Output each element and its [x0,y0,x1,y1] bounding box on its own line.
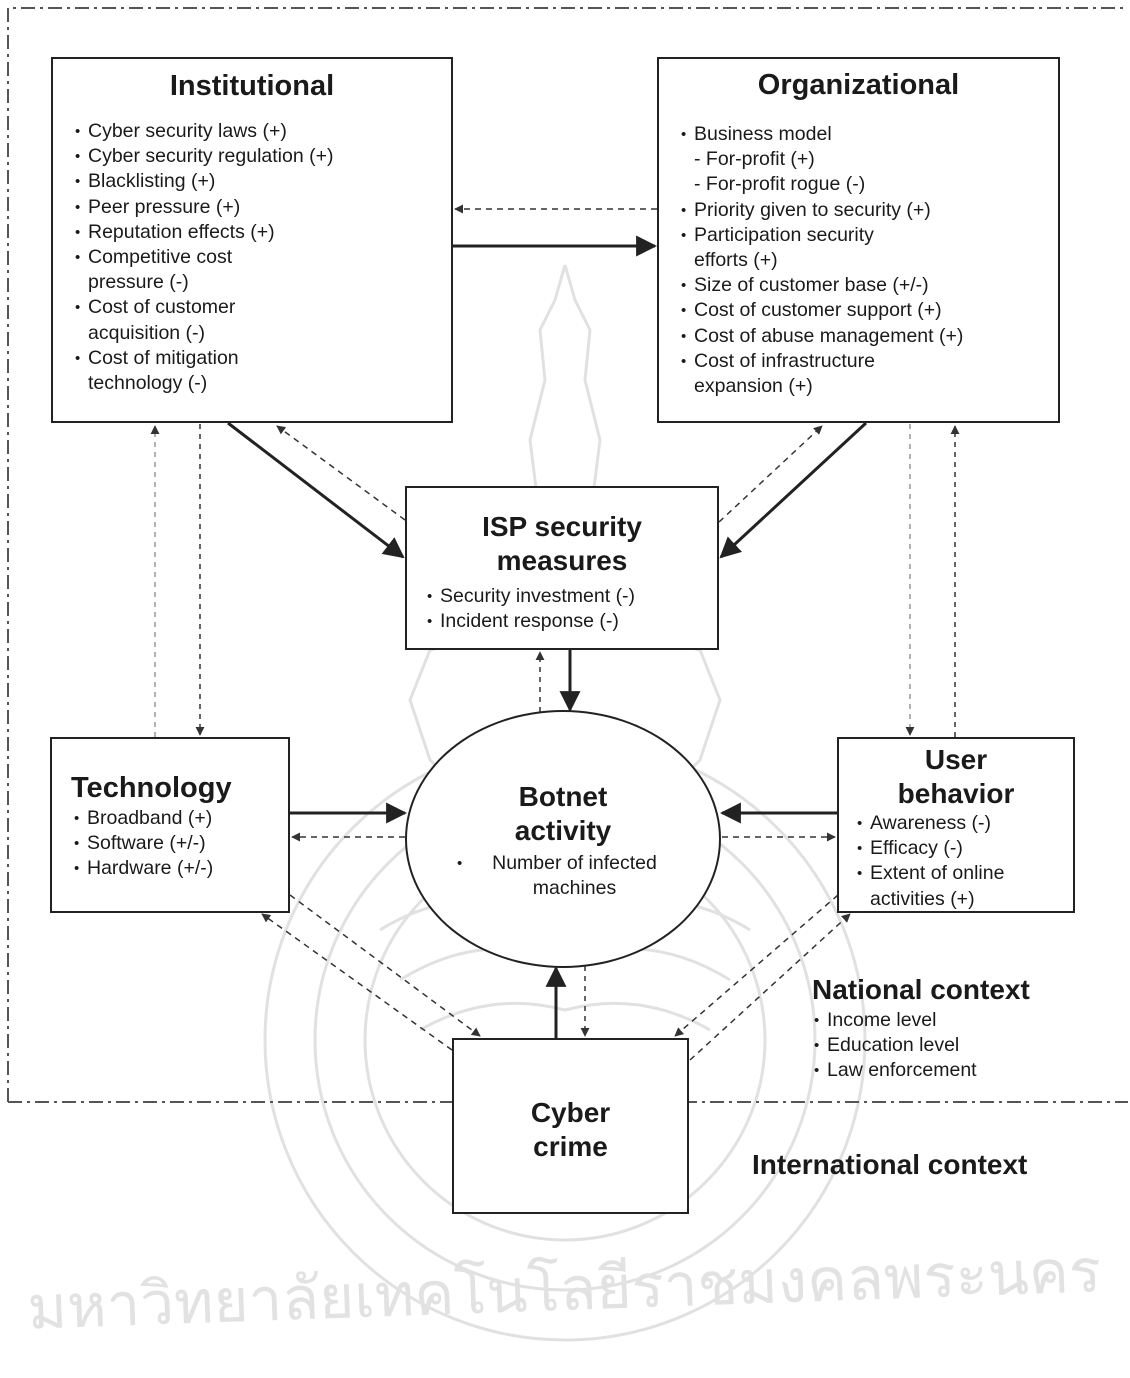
botnet-activity-list: Number of infected machines [455,851,719,901]
list-item: Extent of online activities (+) [855,861,1073,911]
list-item: Number of infected machines [455,851,719,901]
list-item: Cost of infrastructure expansion (+) [679,349,1058,399]
arrow-isp-to-organizational [718,425,823,523]
national-context-list: Income level Education level Law enforce… [812,1008,1112,1084]
list-item: Cost of mitigation technology (-) [73,346,451,396]
organizational-box: Organizational Business model - For-prof… [657,57,1060,423]
isp-security-box: ISP security measures Security investmen… [405,486,719,650]
user-behavior-list: Awareness (-) Efficacy (-) Extent of onl… [855,811,1073,912]
institutional-box: Institutional Cyber security laws (+) Cy… [51,57,453,423]
cyber-crime-box: Cyber crime [452,1038,689,1214]
list-item: Cyber security regulation (+) [73,144,451,169]
list-item: Competitive cost pressure (-) [73,245,451,295]
arrow-user-to-cyber [674,894,839,1037]
list-item: Reputation effects (+) [73,220,451,245]
technology-title: Technology [71,772,232,804]
list-item: Education level [812,1033,1112,1058]
user-behavior-box: User behavior Awareness (-) Efficacy (-)… [837,737,1075,913]
isp-security-list: Security investment (-) Incident respons… [425,584,717,635]
list-item: Incident response (-) [425,609,717,634]
list-item: Software (+/-) [72,831,288,856]
arrow-cyber-to-technology [261,913,453,1051]
list-item: Cost of customer acquisition (-) [73,295,451,345]
national-context-label: National context Income level Education … [812,974,1112,1084]
institutional-title: Institutional [169,70,335,102]
national-context-title: National context [812,974,1030,1005]
list-item: Income level [812,1008,1112,1033]
list-item: Cost of abuse management (+) [679,324,1058,349]
organizational-title: Organizational [757,69,960,101]
list-item: Business model - For-profit (+) - For-pr… [679,122,1058,198]
arrow-cyber-to-user [689,913,851,1061]
international-context-label: International context [752,1149,1028,1180]
list-item: Law enforcement [812,1058,1112,1083]
list-item: Participation security efforts (+) [679,223,1058,273]
list-item: Peer pressure (+) [73,195,451,220]
cyber-crime-title: Cyber crime [530,1097,611,1162]
list-item: Cost of customer support (+) [679,298,1058,323]
technology-box: Technology Broadband (+) Software (+/-) … [50,737,290,913]
technology-list: Broadband (+) Software (+/-) Hardware (+… [72,806,288,882]
organizational-list: Business model - For-profit (+) - For-pr… [679,122,1058,399]
list-item: Size of customer base (+/-) [679,273,1058,298]
botnet-activity-node: Botnet activity Number of infected machi… [405,710,721,968]
list-item: Broadband (+) [72,806,288,831]
list-item: Priority given to security (+) [679,198,1058,223]
list-item: Blacklisting (+) [73,169,451,194]
arrow-institutional-to-isp [227,421,405,559]
isp-security-title: ISP security measures [482,511,642,576]
arrow-organizational-to-isp [719,421,868,559]
list-item: Efficacy (-) [855,836,1073,861]
list-item: Security investment (-) [425,584,717,609]
list-item: Cyber security laws (+) [73,119,451,144]
list-item: Hardware (+/-) [72,856,288,881]
institutional-list: Cyber security laws (+) Cyber security r… [73,119,451,396]
list-item: Awareness (-) [855,811,1073,836]
arrow-isp-to-institutional [276,425,406,521]
user-behavior-title: User behavior [897,744,1015,809]
botnet-activity-title: Botnet activity [514,781,612,846]
